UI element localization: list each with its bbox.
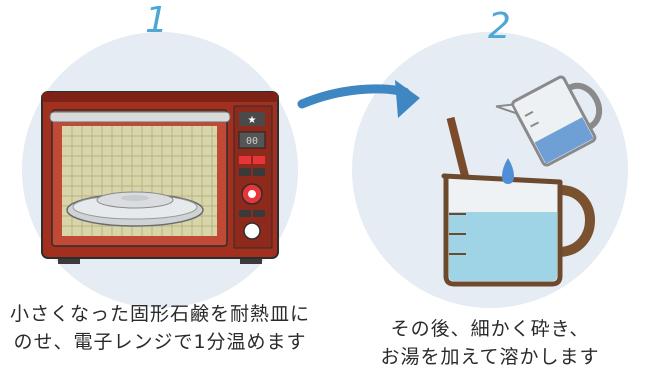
step2-caption-line1: その後、細かく砕き、 (390, 318, 590, 340)
svg-text:★: ★ (248, 115, 257, 126)
arrow-icon (297, 80, 420, 118)
step2-number: 2 (488, 6, 511, 47)
beaker-icon (441, 173, 595, 287)
microwave-display: 00 (246, 136, 258, 147)
step2-caption: その後、細かく砕き、 お湯を加えて溶かします (330, 315, 646, 371)
step2-caption-line2: お湯を加えて溶かします (380, 346, 600, 368)
water-drop-icon (502, 158, 514, 184)
pitcher-icon (495, 75, 603, 167)
microwave-icon: ★ 00 (41, 91, 279, 264)
step1-caption-line1: 小さくなった固形石鹸を耐熱皿に (9, 303, 310, 325)
soap-plate-icon (66, 191, 204, 227)
step1-caption: 小さくなった固形石鹸を耐熱皿に のせ、電子レンジで1分温めます (0, 300, 320, 356)
step1-number: 1 (145, 0, 168, 41)
step1-caption-line2: のせ、電子レンジで1分温めます (13, 331, 307, 353)
